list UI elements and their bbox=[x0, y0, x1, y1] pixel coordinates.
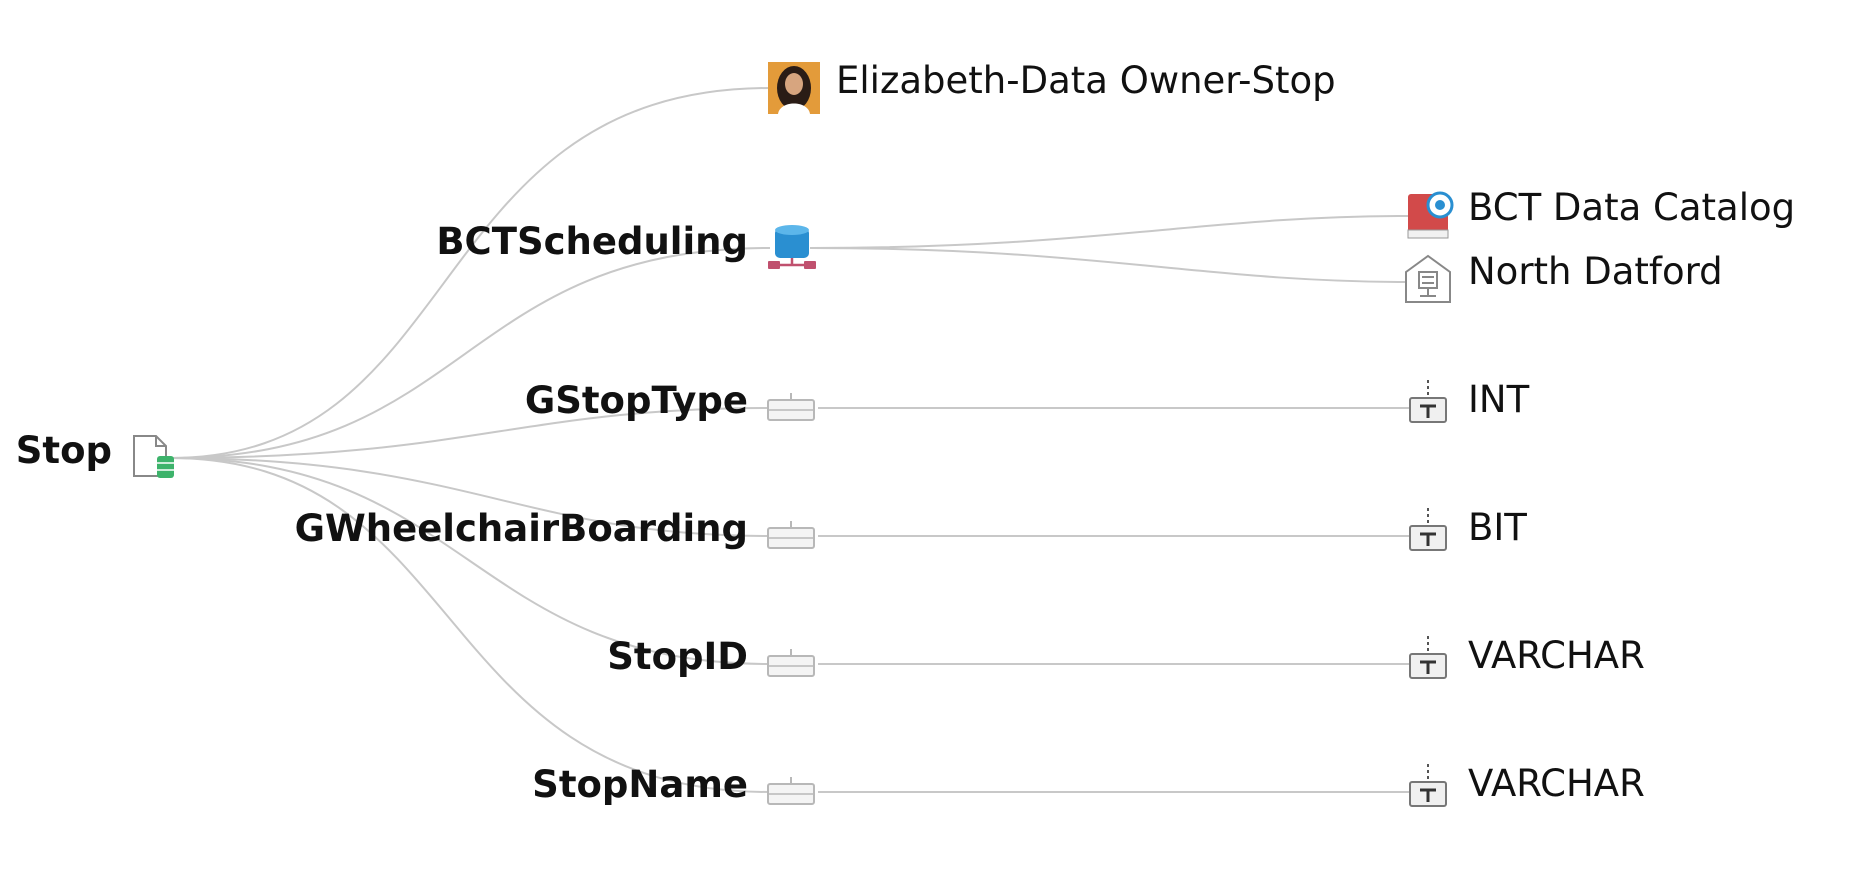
datatype-icon bbox=[1409, 764, 1447, 807]
edge-root-col-3 bbox=[169, 457, 771, 665]
edge-root-owner bbox=[169, 87, 771, 459]
edges bbox=[169, 87, 1411, 793]
column-label: StopName bbox=[532, 763, 748, 806]
datatype-icon bbox=[1409, 380, 1447, 423]
column-icon bbox=[767, 777, 815, 805]
node-column[interactable]: GStopType bbox=[525, 379, 815, 422]
node-datatype[interactable]: VARCHAR bbox=[1409, 634, 1645, 679]
node-column[interactable]: StopName bbox=[532, 763, 815, 806]
datatype-label: VARCHAR bbox=[1468, 634, 1645, 677]
column-icon bbox=[767, 393, 815, 421]
edge-root-col-4 bbox=[169, 457, 771, 793]
column-label: GWheelchairBoarding bbox=[295, 507, 748, 550]
column-label: GStopType bbox=[525, 379, 748, 422]
node-catalog[interactable]: BCT Data Catalog bbox=[1407, 186, 1795, 239]
edge-root-schema bbox=[169, 247, 771, 459]
datatype-label: BIT bbox=[1468, 506, 1527, 549]
column-label: StopID bbox=[607, 635, 748, 678]
database-icon bbox=[768, 225, 816, 269]
datacenter-building-icon bbox=[1405, 254, 1451, 303]
column-icon bbox=[767, 649, 815, 677]
node-location[interactable]: North Datford bbox=[1405, 250, 1723, 303]
node-owner-label: Elizabeth-Data Owner-Stop bbox=[836, 59, 1336, 102]
datatype-icon bbox=[1409, 508, 1447, 551]
table-icon bbox=[133, 435, 174, 478]
datatype-label: INT bbox=[1468, 378, 1530, 421]
datatype-label: VARCHAR bbox=[1468, 762, 1645, 805]
node-column[interactable]: StopID bbox=[607, 635, 815, 678]
person-avatar-icon bbox=[768, 62, 820, 114]
node-schema[interactable]: BCTScheduling bbox=[436, 220, 816, 269]
node-datatype[interactable]: BIT bbox=[1409, 506, 1527, 551]
catalog-book-icon bbox=[1407, 191, 1454, 239]
edge-schema-location bbox=[809, 247, 1411, 283]
datatype-icon bbox=[1409, 636, 1447, 679]
node-root[interactable]: Stop bbox=[16, 429, 174, 478]
node-location-label: North Datford bbox=[1468, 250, 1723, 293]
column-icon bbox=[767, 521, 815, 549]
edge-schema-catalog bbox=[809, 215, 1411, 249]
node-datatype[interactable]: VARCHAR bbox=[1409, 762, 1645, 807]
node-column[interactable]: GWheelchairBoarding bbox=[295, 507, 815, 550]
node-root-label: Stop bbox=[16, 429, 112, 472]
node-datatype[interactable]: INT bbox=[1409, 378, 1530, 423]
node-owner[interactable]: Elizabeth-Data Owner-Stop bbox=[768, 59, 1336, 114]
node-schema-label: BCTScheduling bbox=[436, 220, 748, 263]
node-catalog-label: BCT Data Catalog bbox=[1468, 186, 1795, 229]
edge-root-col-2 bbox=[169, 457, 771, 537]
edge-root-col-1 bbox=[169, 407, 771, 459]
